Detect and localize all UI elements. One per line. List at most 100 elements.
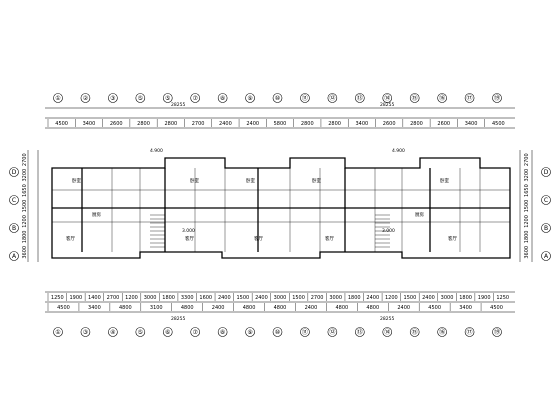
top-axis-9: ⑪ [302, 94, 308, 102]
top-segment-3: 2800 [137, 121, 150, 127]
bottom-overall-dimension: 28255 [171, 316, 185, 322]
bottom-segment-13: 3400 [459, 305, 472, 311]
top-axis-circle-5 [190, 93, 200, 103]
room-bedroom-3: 卧室 [246, 177, 255, 184]
bottom-subsegment-10: 1500 [237, 295, 250, 301]
top-segment-7: 2400 [246, 121, 259, 127]
top-overall-dimension-2: 28255 [380, 102, 394, 108]
bottom-segment-7: 4800 [274, 305, 287, 311]
top-axis-circle-13 [409, 93, 420, 103]
top-axis-circle-16 [492, 93, 502, 103]
top-axis-circle-11 [355, 93, 365, 103]
building-walls [51, 157, 511, 259]
room-level-3: 3.000 [182, 228, 195, 234]
bottom-axis-circle-3 [135, 327, 146, 337]
bottom-subsegment-0: 1250 [51, 295, 64, 301]
bottom-axis-circle-6 [217, 327, 228, 337]
bottom-axis-2: ④ [110, 329, 115, 336]
top-segment-14: 2600 [437, 121, 450, 127]
bottom-segment-1: 3400 [88, 305, 101, 311]
top-axis-4: ⑤ [165, 95, 170, 102]
bottom-axis-3: ⑤ [138, 329, 143, 336]
left-dim-0: 2700 [22, 153, 28, 166]
top-segment-9: 2800 [301, 121, 314, 127]
right-axis-2: B [544, 225, 548, 232]
bottom-axis-8: ⑩ [275, 329, 280, 336]
room-bedroom-4: 卧室 [312, 177, 321, 184]
bottom-axis-7: ⑨ [247, 329, 252, 336]
left-axis-1: C [12, 197, 16, 204]
left-axis-circle-2 [9, 223, 19, 233]
room-level-4: 3.000 [382, 228, 395, 234]
bottom-subsegment-9: 2400 [218, 295, 231, 301]
room-living-5: 客厅 [448, 235, 457, 242]
bottom-axis-circle-16 [492, 327, 502, 337]
top-segment-16: 4500 [492, 121, 505, 127]
bottom-subsegment-12: 3000 [274, 295, 287, 301]
bottom-subsegment-5: 3000 [144, 295, 157, 301]
left-dim-5: 1800 [22, 230, 28, 243]
room-living-1: 客厅 [66, 235, 75, 242]
bottom-axis-0: ① [55, 329, 60, 336]
left-axis-3: A [12, 253, 17, 260]
top-axis-circle-2 [108, 93, 118, 103]
room-kitchen-1: 厨房 [92, 211, 101, 218]
bottom-axis-5: ⑦ [192, 329, 198, 336]
bottom-axis-circle-15 [464, 327, 475, 337]
bottom-axis-circle-4 [162, 327, 173, 337]
bottom-axis-circle-9 [300, 327, 310, 337]
bottom-axis-circle-2 [108, 327, 118, 337]
bottom-subsegment-3: 2700 [107, 295, 120, 301]
top-axis-2: ③ [110, 95, 115, 102]
room-bedroom-1: 卧室 [72, 177, 81, 184]
room-labels: 卧室 卧室 卧室 卧室 卧室 客厅 客厅 客厅 客厅 客厅 厨房 厨房 4.90… [66, 148, 457, 242]
top-segment-0: 4500 [55, 121, 68, 127]
bottom-axis-circle-12 [382, 327, 393, 337]
top-axis-12: ⑭ [384, 94, 390, 102]
top-segment-11: 3400 [356, 121, 369, 127]
right-dim-2: 1650 [524, 184, 530, 197]
left-dim-1: 3200 [22, 169, 28, 182]
top-overall-dimension: 28255 [171, 102, 185, 108]
right-axis-0: D [544, 169, 549, 176]
top-segment-13: 2800 [410, 121, 423, 127]
bottom-subsegment-20: 2400 [422, 295, 435, 301]
bottom-axis-16: ⑲ [494, 328, 500, 336]
right-dim-3: 1500 [524, 200, 530, 213]
bottom-overall-dimension-2: 28255 [380, 316, 394, 322]
room-kitchen-2: 厨房 [415, 211, 424, 218]
right-dim-1: 3200 [524, 169, 530, 182]
top-axis-8: ⑩ [275, 95, 280, 102]
room-living-3: 客厅 [254, 235, 263, 242]
left-axis-2: B [12, 225, 16, 232]
top-axis-13: ⑮ [412, 94, 418, 102]
bottom-segment-4: 4800 [181, 305, 194, 311]
room-level-1: 4.900 [150, 148, 163, 154]
bottom-axis-6: ⑧ [220, 329, 225, 336]
bottom-subsegment-1: 1900 [69, 295, 82, 301]
bottom-subsegment-18: 1200 [385, 295, 398, 301]
left-dim-4: 1200 [22, 215, 28, 228]
bottom-axis-10: ⑫ [329, 328, 335, 336]
bottom-subsegment-23: 1900 [478, 295, 491, 301]
bottom-segment-6: 4800 [243, 305, 256, 311]
bottom-subsegment-4: 1200 [125, 295, 138, 301]
bottom-subsegment-6: 1800 [162, 295, 175, 301]
bottom-segment-2: 4800 [119, 305, 132, 311]
top-axis-15: ⑰ [467, 94, 473, 102]
bottom-axis-13: ⑮ [412, 328, 418, 336]
bottom-axis-circle-0 [53, 327, 63, 337]
top-axis-circle-15 [464, 93, 475, 103]
left-axis-circle-1 [9, 195, 19, 205]
top-axis-10: ⑫ [329, 94, 335, 102]
bottom-subsegment-15: 3000 [329, 295, 342, 301]
bottom-axis-1: ③ [83, 329, 88, 336]
top-axis-3: ⑤ [138, 95, 143, 102]
bottom-subsegment-11: 2400 [255, 295, 268, 301]
bottom-axis-circle-10 [327, 327, 338, 337]
top-axis-circle-6 [217, 93, 228, 103]
room-living-4: 客厅 [325, 235, 334, 242]
left-axis-circle-0 [9, 167, 19, 177]
bottom-subsegment-16: 1800 [348, 295, 361, 301]
